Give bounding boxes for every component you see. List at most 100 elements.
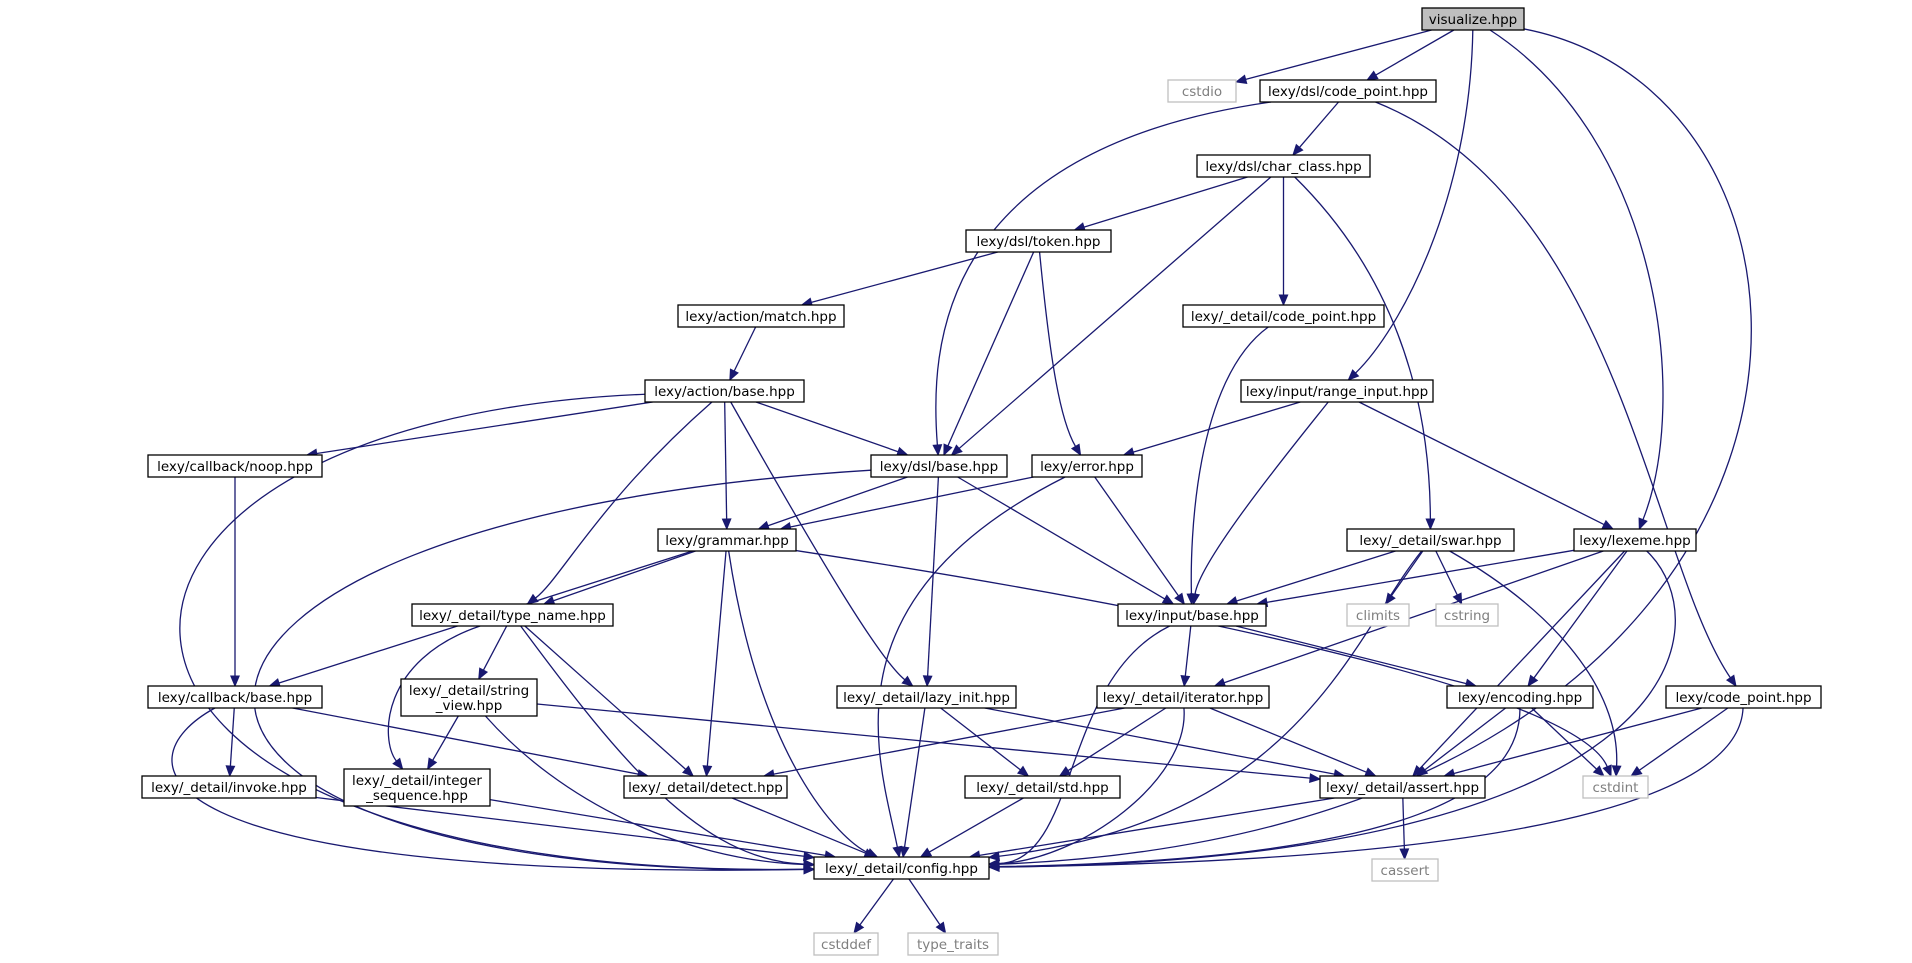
- arrowhead-icon: [225, 765, 236, 778]
- node-detail-type-name[interactable]: lexy/_detail/type_name.hpp: [411, 603, 614, 627]
- edge-input_base-to-detail_iterator: [1180, 625, 1192, 688]
- arrowhead-icon: [1399, 848, 1410, 861]
- node-detail-integer-sequence[interactable]: lexy/_detail/integer_sequence.hpp: [343, 768, 491, 807]
- edge-detail_invoke-to-detail_config: [315, 796, 816, 862]
- arrowhead-icon: [230, 675, 240, 688]
- arrowhead-icon: [1592, 765, 1605, 777]
- arrowhead-icon: [729, 368, 739, 382]
- edge-line: [795, 549, 1608, 767]
- node-input-base[interactable]: lexy/input/base.hpp: [1117, 603, 1267, 627]
- edge-dsl_base-to-grammar: [757, 476, 908, 531]
- arrowhead-icon: [1364, 767, 1377, 777]
- edge-input_range_input-to-input_base: [1190, 401, 1329, 606]
- edge-dsl_token-to-dsl_base: [943, 251, 1035, 457]
- node-action-match[interactable]: lexy/action/match.hpp: [677, 304, 845, 328]
- node-dsl-base[interactable]: lexy/dsl/base.hpp: [870, 454, 1008, 478]
- node-detail-detect[interactable]: lexy/_detail/detect.hpp: [623, 775, 788, 799]
- edge-line: [1266, 549, 1575, 603]
- edge-dsl_char_class-to-dsl_token: [1073, 176, 1248, 232]
- node-code-point[interactable]: lexy/code_point.hpp: [1665, 685, 1822, 709]
- node-cstdint: cstdint: [1582, 775, 1649, 799]
- edge-detail_detect-to-detail_config: [731, 797, 877, 858]
- arrowhead-icon: [987, 851, 1001, 862]
- edge-line: [958, 176, 1272, 449]
- edge-line: [733, 326, 757, 372]
- edge-line: [767, 476, 908, 527]
- edge-detail_swar-to-input_base: [1225, 550, 1396, 606]
- edge-line: [1435, 550, 1458, 596]
- node-detail-std[interactable]: lexy/_detail/std.hpp: [964, 775, 1121, 799]
- edge-line: [171, 707, 805, 871]
- node-box: [147, 685, 323, 709]
- edge-encoding-to-cstdint: [1531, 707, 1605, 777]
- node-box: [141, 775, 317, 799]
- edge-line: [1067, 707, 1167, 772]
- node-lexeme[interactable]: lexy/lexeme.hpp: [1573, 528, 1697, 552]
- node-detail-string-view[interactable]: lexy/_detail/string_view.hpp: [400, 678, 538, 717]
- edge-dsl_base-to-input_base: [957, 476, 1175, 605]
- node-box: [907, 932, 999, 956]
- edge-line: [432, 715, 459, 761]
- node-label: lexy/_detail/invoke.hpp: [151, 780, 307, 796]
- edge-line: [1449, 550, 1618, 767]
- node-error[interactable]: lexy/error.hpp: [1031, 454, 1143, 478]
- edge-error-to-grammar: [779, 476, 1034, 532]
- edge-line: [1236, 550, 1396, 602]
- node-detail-config[interactable]: lexy/_detail/config.hpp: [813, 856, 990, 880]
- edge-line: [998, 707, 1521, 868]
- node-action-base[interactable]: lexy/action/base.hpp: [644, 379, 805, 403]
- edge-input_base-to-encoding: [1235, 625, 1478, 689]
- node-detail-assert[interactable]: lexy/_detail/assert.hpp: [1319, 775, 1486, 799]
- node-detail-code-point[interactable]: lexy/_detail/code_point.hpp: [1182, 304, 1385, 328]
- node-box: [1346, 528, 1515, 552]
- edge-line: [859, 878, 894, 926]
- edge-detail_code_point-to-input_base: [1186, 326, 1269, 606]
- edge-visualize-to-cstdio: [1234, 29, 1432, 85]
- arrowhead-icon: [935, 921, 947, 935]
- node-box: [677, 304, 845, 328]
- edge-input_base-to-detail_config: [987, 625, 1170, 869]
- node-callback-base[interactable]: lexy/callback/base.hpp: [147, 685, 323, 709]
- node-dsl-char-class[interactable]: lexy/dsl/char_class.hpp: [1196, 154, 1371, 178]
- edge-line: [1402, 797, 1406, 850]
- arrowhead-icon: [1347, 369, 1360, 381]
- edge-line: [908, 878, 941, 926]
- node-label: lexy/code_point.hpp: [1675, 690, 1811, 706]
- node-box: [813, 856, 990, 880]
- node-box: [623, 775, 788, 799]
- arrowhead-icon: [1638, 517, 1648, 531]
- edge-line: [524, 625, 687, 770]
- node-input-range-input[interactable]: lexy/input/range_input.hpp: [1240, 379, 1434, 403]
- node-encoding[interactable]: lexy/encoding.hpp: [1446, 685, 1594, 709]
- node-visualize[interactable]: visualize.hpp: [1421, 7, 1525, 31]
- node-detail-swar[interactable]: lexy/_detail/swar.hpp: [1346, 528, 1515, 552]
- arrowhead-icon: [1161, 594, 1175, 605]
- node-dsl-token[interactable]: lexy/dsl/token.hpp: [965, 229, 1112, 253]
- edge-line: [292, 707, 639, 775]
- node-detail-invoke[interactable]: lexy/_detail/invoke.hpp: [141, 775, 317, 799]
- arrowhead-icon: [922, 675, 933, 688]
- node-detail-iterator[interactable]: lexy/_detail/iterator.hpp: [1096, 685, 1270, 709]
- edge-lexeme-to-detail_assert: [1411, 550, 1626, 777]
- edge-line: [1358, 401, 1605, 526]
- node-cstring: cstring: [1435, 603, 1499, 627]
- node-dsl-code-point[interactable]: lexy/dsl/code_point.hpp: [1259, 79, 1437, 103]
- edge-detail_type_name-to-detail_integer_sequence: [387, 625, 481, 771]
- arrowhead-icon: [1180, 675, 1191, 688]
- edge-line: [755, 401, 899, 453]
- edge-detail_assert-to-cassert: [1399, 797, 1410, 861]
- node-label: climits: [1356, 608, 1400, 624]
- edge-line: [1083, 176, 1248, 228]
- node-grammar[interactable]: lexy/grammar.hpp: [657, 528, 797, 552]
- edge-action_match-to-action_base: [729, 326, 757, 382]
- node-callback-noop[interactable]: lexy/callback/noop.hpp: [147, 454, 323, 478]
- node-detail-lazy-init[interactable]: lexy/_detail/lazy_init.hpp: [836, 685, 1017, 709]
- arrowhead-icon: [1234, 74, 1248, 85]
- edge-detail_lazy_init-to-detail_std: [940, 707, 1030, 777]
- edge-line: [998, 28, 1752, 865]
- node-box: [1259, 79, 1437, 103]
- node-box: [1346, 603, 1410, 627]
- node-label: lexy/_detail/type_name.hpp: [419, 608, 606, 624]
- edge-line: [998, 625, 1170, 865]
